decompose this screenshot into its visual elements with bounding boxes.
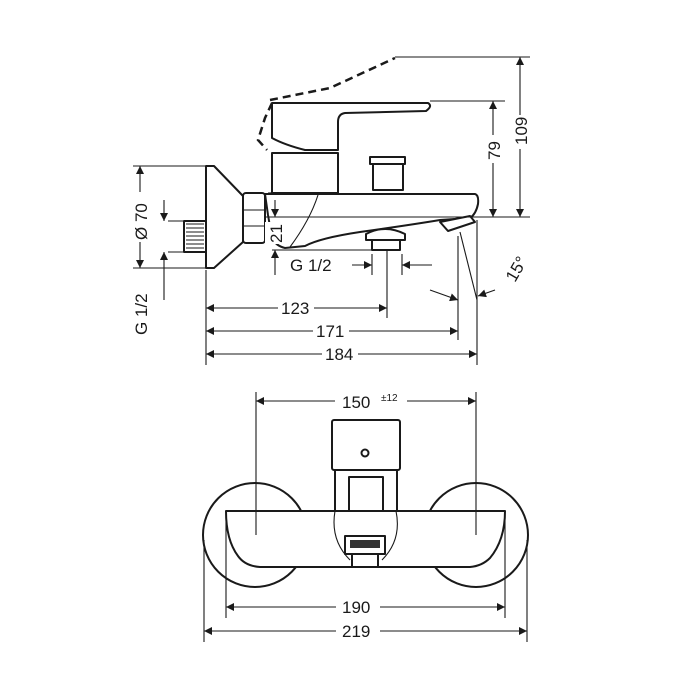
dim-label-21: 21	[267, 224, 286, 243]
aerator-base	[351, 553, 379, 568]
lever-handle	[271, 102, 432, 151]
hex-nut	[242, 192, 266, 244]
dim-label-79: 79	[485, 141, 504, 160]
side-view: 109 79 Ø 70 G 1/2 21 G 1/2 15° 123 171 1…	[130, 56, 531, 365]
dim-label-inlet-thread: G 1/2	[132, 293, 151, 335]
dim-label-219: 219	[342, 622, 370, 641]
dim-label-150: 150	[342, 393, 370, 412]
lever-open-position	[256, 56, 396, 151]
dim-label-tolerance: ±12	[381, 393, 398, 404]
diverter-button	[372, 161, 404, 191]
front-view: 150 ±12 190 219	[202, 390, 529, 642]
spout-aerator-tip	[439, 215, 476, 232]
aerator-mesh	[350, 540, 380, 548]
dim-label-diameter-70: Ø 70	[132, 203, 151, 240]
dim-label-184: 184	[325, 345, 353, 364]
dim-label-171: 171	[316, 322, 344, 341]
diverter-knob	[360, 448, 370, 458]
wall-flange	[205, 165, 244, 269]
dim-label-outlet-thread: G 1/2	[290, 256, 332, 275]
dim-label-109: 109	[512, 117, 531, 145]
dim-label-15-degrees: 15°	[502, 253, 531, 285]
diverter-button-cap	[369, 156, 406, 165]
diverter-housing	[331, 419, 401, 471]
outlet-connector	[365, 228, 406, 251]
cartridge-housing	[271, 152, 339, 194]
dim-label-190: 190	[342, 598, 370, 617]
mixer-body	[264, 193, 480, 249]
diverter-stem	[348, 476, 384, 512]
dim-label-123: 123	[281, 299, 309, 318]
